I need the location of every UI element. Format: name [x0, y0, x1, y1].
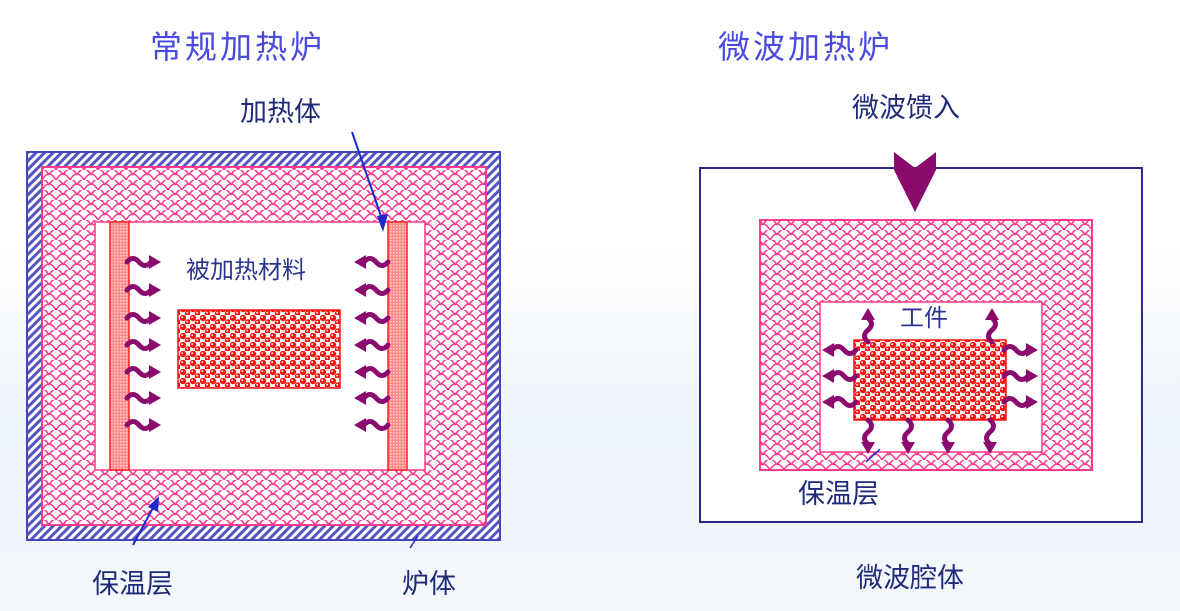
- microwave-furnace: [699, 152, 1143, 523]
- workpiece-label: 工件: [900, 304, 948, 332]
- body-pointer: [409, 535, 419, 549]
- insulation-pointer: [132, 496, 159, 546]
- furnace-body-label: 炉体: [402, 569, 456, 600]
- material-label: 被加热材料: [186, 256, 306, 284]
- conventional-title: 常规加热炉: [150, 28, 326, 66]
- insulation-label: 保温层: [798, 479, 879, 510]
- microwave-cavity-label: 微波腔体: [856, 563, 964, 594]
- microwave-title: 微波加热炉: [718, 28, 894, 66]
- insulation-label: 保温层: [92, 569, 173, 600]
- heater-right: [387, 221, 408, 471]
- insulation-pointer: [865, 448, 881, 463]
- microwave-feed-label: 微波馈入: [852, 93, 960, 124]
- workpiece: [853, 339, 1007, 421]
- conventional-furnace: [26, 131, 501, 549]
- microwave-feed-arrow: [894, 152, 936, 212]
- heater-pointer: [351, 131, 388, 232]
- heater-label: 加热体: [240, 97, 321, 128]
- heated-material: [177, 309, 341, 389]
